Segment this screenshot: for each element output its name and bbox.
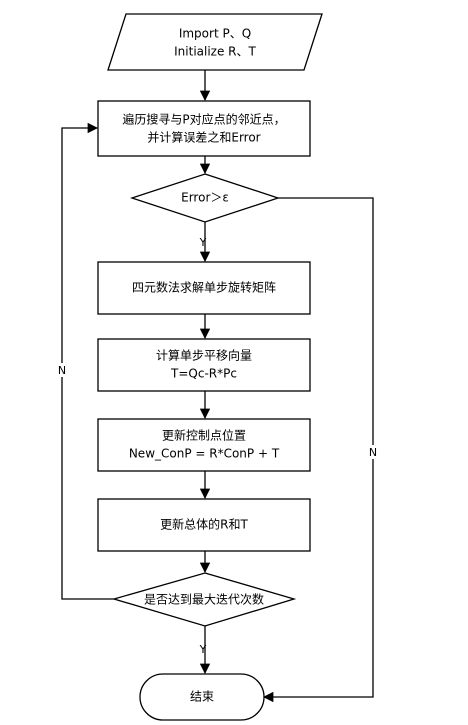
input-text-line-2: Initialize R、T	[174, 45, 256, 59]
update-points-process-node	[97, 418, 311, 472]
error-decision-text: Error＞ε	[181, 191, 229, 205]
translation-text-line-1: 计算单步平移向量	[156, 348, 252, 363]
quaternion-text: 四元数法求解单步旋转矩阵	[132, 280, 276, 295]
search-process-node	[97, 100, 311, 157]
edge-error-no	[262, 197, 374, 703]
input-node	[107, 13, 323, 71]
update-points-text-line-2: New_ConP = R*ConP + T	[129, 447, 280, 461]
update-rt-process-node	[97, 498, 311, 552]
quaternion-process-node	[97, 261, 311, 315]
end-text: 结束	[190, 690, 214, 704]
iter-no-label: N	[58, 364, 66, 377]
update-points-text-line-1: 更新控制点位置	[162, 428, 246, 443]
input-text-line-1: Import P、Q	[179, 27, 251, 41]
edge-max-iter-no-loop	[61, 122, 114, 600]
max-iter-decision-text: 是否达到最大迭代次数	[144, 592, 264, 607]
error-no-label: N	[369, 446, 377, 459]
end-terminator-node	[139, 673, 265, 721]
translation-process-node	[97, 338, 311, 392]
search-text-line-1: 遍历搜寻与P对应点的邻近点，	[122, 112, 285, 127]
error-yes-label: Y	[199, 236, 207, 249]
translation-text-line-2: T=Qc-R*Pc	[170, 367, 237, 381]
iter-yes-label: Y	[199, 643, 207, 656]
update-rt-text: 更新总体的R和T	[160, 517, 248, 532]
search-text-line-2: 并计算误差之和Error	[147, 130, 260, 145]
